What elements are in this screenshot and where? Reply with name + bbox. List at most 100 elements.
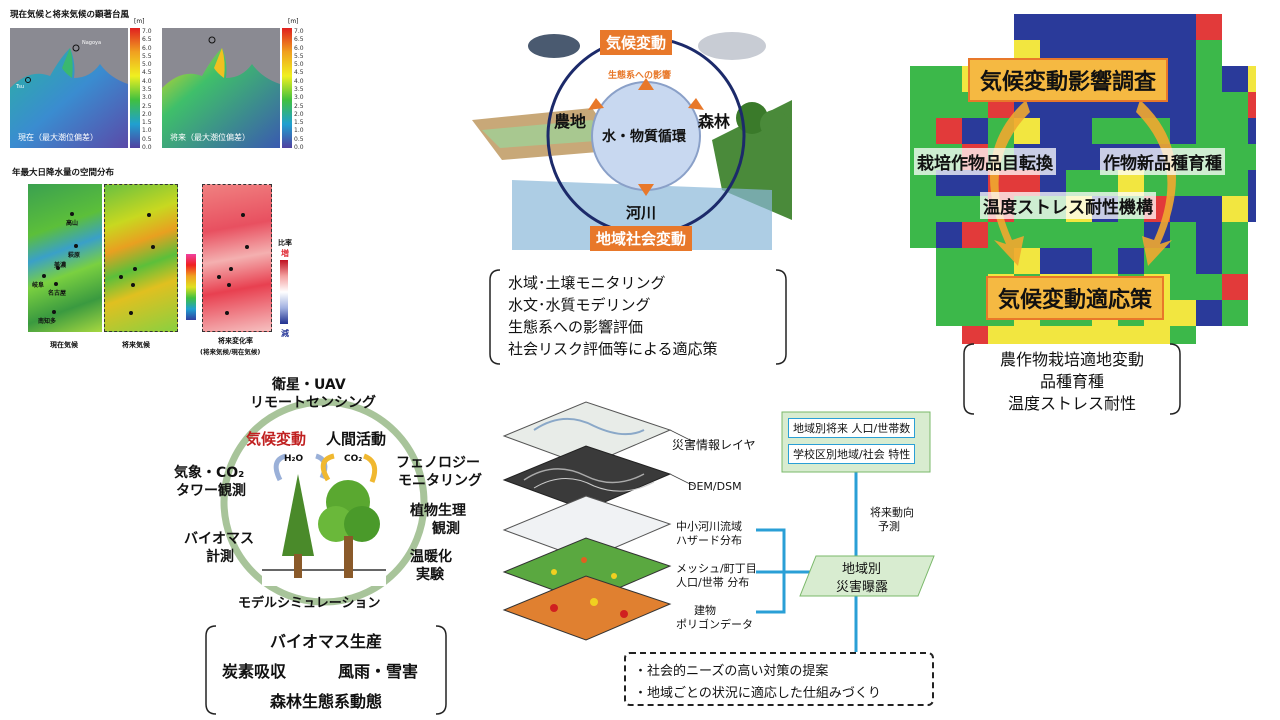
info-box-2: 学校区別地域/社会 特性 — [788, 444, 916, 464]
panel-crop-impact: 気候変動影響調査 栽培作物品目転換 作物新品種育種 温度ストレス耐性機構 気候変… — [910, 14, 1256, 344]
grid-cell — [1170, 40, 1196, 66]
precip-colorbar — [186, 254, 196, 320]
forecast-label-1: 将来動向 — [870, 506, 914, 519]
grid-cell — [1222, 170, 1248, 196]
grid-cell — [1118, 118, 1144, 144]
cycle-eco-label: 生態系への影響 — [608, 71, 672, 81]
grid-cell — [910, 92, 936, 118]
future-caption: 将来（最大潮位偏差） — [170, 133, 250, 142]
grid-cell — [962, 118, 988, 144]
grid-cell — [1040, 118, 1066, 144]
grid-cell — [1170, 66, 1196, 92]
layer-label-1: 災害情報レイヤ — [672, 438, 756, 452]
grid-cell — [988, 326, 1014, 344]
cycle-right-label: 森林 — [698, 112, 731, 131]
cycle-bracket-line-3: 生態系への影響評価 — [508, 318, 644, 336]
ratio-colorbar — [280, 260, 288, 324]
crop-bracket-line-3: 温度ストレス耐性 — [1007, 394, 1136, 413]
grid-cell — [1196, 300, 1222, 326]
exposure-label-1: 地域別 — [842, 562, 882, 577]
cycle-bracket-line-1: 水域･土壌モニタリング — [508, 274, 666, 292]
layer-label-3a: 中小河川流域 — [676, 520, 742, 533]
forest-right-2a: 植物生理 — [410, 503, 466, 519]
grid-cell — [1014, 14, 1040, 40]
city-mino: 美濃 — [54, 262, 67, 269]
grid-cell — [1092, 326, 1118, 344]
grid-cell — [1092, 222, 1118, 248]
grid-cell — [1092, 118, 1118, 144]
grid-cell — [962, 326, 988, 344]
forest-left-top-2: タワー観測 — [176, 483, 246, 499]
scale-tick-label: 7.0 — [142, 28, 152, 35]
ratio-map — [202, 184, 272, 332]
cycle-bottom-label: 地域社会変動 — [590, 226, 693, 251]
panel-forest-ecosystem: 衛星・UAV リモートセンシング 気候変動 人間活動 H₂O CO₂ 気象・CO… — [166, 370, 486, 620]
grid-cell — [1248, 118, 1256, 144]
forest-left-mid-1: バイオマス — [184, 531, 254, 547]
forest-left-mid-2: 計測 — [206, 549, 234, 565]
city-takayama: 高山 — [66, 220, 79, 227]
grid-cell — [1170, 248, 1196, 274]
scale-tick-label: 3.5 — [294, 86, 304, 93]
cycle-top-label: 気候変動 — [600, 30, 673, 55]
forest-right-1a: フェノロジー — [396, 455, 480, 471]
crop-middle-label: 温度ストレス耐性機構 — [980, 192, 1156, 219]
layer-label-4b: 人口/世帯 分布 — [676, 576, 750, 589]
cycle-bracket-box: 水域･土壌モニタリング 水文･水質モデリング 生態系への影響評価 社会リスク評価… — [488, 268, 788, 366]
panel-disaster-layers: 災害情報レイヤ DEM/DSM 中小河川流域 ハザード分布 メッシュ/町丁目 人… — [494, 390, 954, 720]
forest-left-top-1: 気象・CO₂ — [174, 465, 245, 481]
grid-cell — [1040, 14, 1066, 40]
grid-cell — [1118, 248, 1144, 274]
scale-tick-label: 1.5 — [294, 119, 304, 127]
panel-typhoon-surge: 現在気候と将来気候の顕著台風 [m] [m] Nagoya Tsu 現在（最大潮… — [6, 6, 304, 156]
grid-cell — [962, 274, 988, 300]
scale-tick-label: 0.0 — [142, 144, 152, 151]
grid-cell — [936, 248, 962, 274]
grid-cell — [1144, 326, 1170, 344]
grid-cell — [1066, 14, 1092, 40]
dashed-proposal-box: ・社会的ニーズの高い対策の提案 ・地域ごとの状況に適応した仕組みづくり — [624, 652, 934, 706]
grid-cell — [910, 222, 936, 248]
ratio-caption-1: 将来変化率 — [218, 337, 253, 345]
grid-cell — [1196, 118, 1222, 144]
grid-cell — [1248, 66, 1256, 92]
grid-cell — [1066, 222, 1092, 248]
forest-right-2b: 観測 — [432, 521, 460, 537]
map-label-tsu: Tsu — [16, 84, 25, 90]
grid-cell — [1040, 222, 1066, 248]
panel-b-title: 年最大日降水量の空間分布 — [12, 168, 115, 178]
forest-bracket-line-2b: 風雨・雪害 — [338, 662, 419, 681]
forest-climate-label: 気候変動 — [246, 430, 307, 448]
proposal-line-1: ・社会的ニーズの高い対策の提案 — [634, 664, 829, 679]
grid-cell — [1014, 326, 1040, 344]
grid-cell — [1170, 196, 1196, 222]
grid-cell — [1170, 274, 1196, 300]
scale-tick-label: 3.0 — [142, 94, 152, 102]
cycle-left-label: 農地 — [554, 112, 587, 131]
scale-tick-label: 4.5 — [294, 69, 304, 77]
grid-cell — [936, 92, 962, 118]
grid-cell — [1170, 14, 1196, 40]
crop-bracket-line-1: 農作物栽培適地変動 — [999, 350, 1144, 369]
grid-cell — [1248, 92, 1256, 118]
forest-bracket-box: バイオマス生産 炭素吸収 風雨・雪害 森林生態系動態 — [204, 624, 448, 716]
scale-tick-label: 3.5 — [142, 86, 152, 93]
crop-bracket-line-2: 品種育種 — [1039, 372, 1104, 391]
scale-tick-label: 0.5 — [294, 135, 304, 143]
current-precip-map: 高山 萩原 美濃 岐阜 名古屋 南知多 — [28, 184, 102, 332]
city-nagoya: 名古屋 — [48, 290, 67, 297]
grid-cell — [1066, 170, 1092, 196]
city-hagiwara: 萩原 — [68, 252, 81, 259]
scale-tick-label: 5.0 — [142, 61, 152, 69]
scale-tick-label: 6.5 — [294, 36, 304, 44]
grid-cell — [936, 222, 962, 248]
current-surge-map: Nagoya Tsu 現在（最大潮位偏差） — [10, 28, 128, 148]
grid-cell — [1066, 118, 1092, 144]
forest-bracket-line-3: 森林生態系動態 — [269, 692, 382, 711]
grid-cell — [962, 222, 988, 248]
grid-cell — [962, 300, 988, 326]
scale-tick-label: 0.5 — [142, 135, 152, 143]
grid-cell — [1092, 14, 1118, 40]
grid-cell — [1196, 40, 1222, 66]
forest-top-label-1: 衛星・UAV — [272, 377, 346, 393]
